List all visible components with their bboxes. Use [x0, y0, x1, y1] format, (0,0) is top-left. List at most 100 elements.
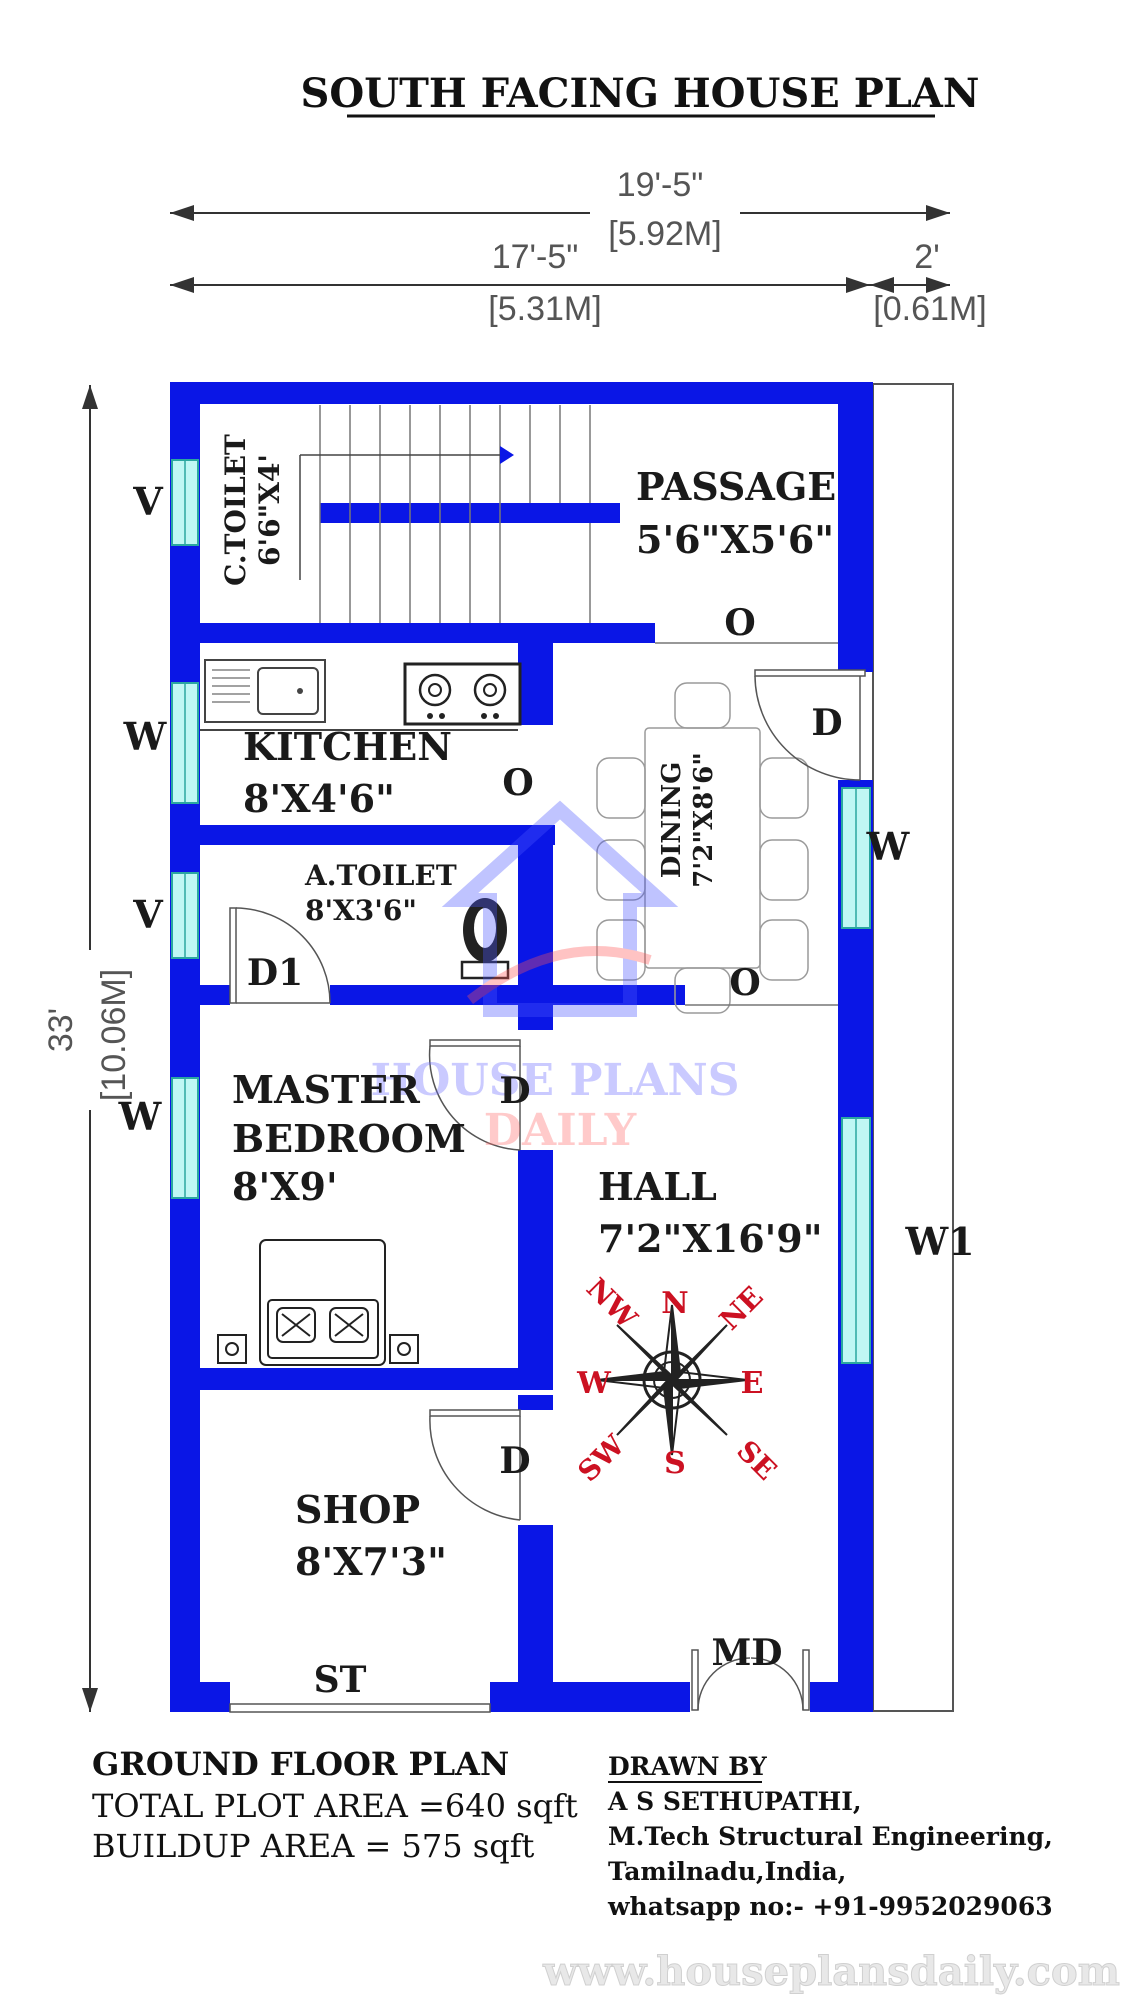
doors	[229, 669, 866, 1711]
compass-se: SE	[730, 1434, 783, 1487]
wall-kitchen-east-upper	[518, 643, 553, 725]
dim-label-bg	[590, 165, 740, 255]
stair-arrow-icon	[500, 446, 514, 464]
dim-label-bg	[900, 235, 950, 275]
hall-size: 7'2"X16'9"	[598, 1216, 823, 1261]
hall-name: HALL	[598, 1164, 717, 1209]
wall-atoilet-south	[330, 985, 685, 1005]
main-width-ft: 17'-5"	[492, 238, 579, 276]
marker-w-bedroom: W	[118, 1094, 163, 1139]
wall-center-lower	[518, 1150, 553, 1390]
compass-w: W	[576, 1366, 612, 1401]
toilet-icon	[460, 898, 510, 980]
depth-ft-group: 33'	[42, 1008, 80, 1052]
depth-m-group: [10.06M]	[95, 969, 133, 1101]
marker-o-kitchen: O	[502, 762, 533, 804]
door-dining-east[interactable]	[754, 669, 866, 781]
dining-size: 7'2"X8'6"	[689, 752, 719, 888]
ctoilet-size: 6'6"X4'	[253, 454, 286, 566]
watermark-line1: HOUSE PLANS	[370, 1055, 739, 1106]
wall-center-mid	[518, 825, 553, 1030]
website-watermark[interactable]: www.houseplansdaily.com	[542, 1948, 1121, 1996]
atoilet-name: A.TOILET	[304, 859, 457, 892]
buildup-area: BUILDUP AREA = 575 sqft	[92, 1827, 535, 1865]
walls	[170, 382, 873, 1712]
side-width-ft: 2'	[914, 238, 939, 276]
kitchen-name: KITCHEN	[243, 724, 452, 769]
windows	[171, 459, 871, 1713]
compass-rose-icon	[596, 1304, 748, 1456]
page-title: SOUTH FACING HOUSE PLAN	[300, 70, 979, 117]
dim-label-bg	[45, 950, 135, 1110]
house-logo-icon	[441, 800, 679, 1017]
passage-size: 5'6"X5'6"	[636, 517, 834, 562]
master-size: 8'X9'	[232, 1164, 338, 1209]
compass-ne-group: NE	[713, 1280, 770, 1337]
wall-center-shop-top	[518, 1395, 553, 1410]
main-width-m: [5.31M]	[488, 290, 601, 328]
marker-w-dining: W	[866, 824, 911, 869]
marker-w-kitchen: W	[123, 714, 168, 759]
wall-shop-east	[518, 1525, 553, 1712]
compass-nw: NW	[580, 1271, 644, 1335]
wall-kitchen-south	[200, 825, 555, 845]
wall-ctoilet-south	[200, 623, 655, 643]
marker-md: MD	[711, 1632, 782, 1674]
marker-v-atoilet: V	[132, 892, 164, 937]
ctoilet-name: C.TOILET	[219, 434, 252, 586]
compass-n: N	[661, 1286, 688, 1321]
door-d1[interactable]	[229, 907, 331, 1004]
marker-v-ctoilet: V	[132, 479, 164, 524]
staircase	[299, 405, 591, 623]
wall-west	[170, 382, 200, 1712]
sink-icon	[204, 659, 326, 723]
dining-name: DINING	[657, 762, 687, 879]
side-setback-outline	[872, 383, 954, 1712]
wall-north	[170, 382, 873, 404]
kitchen-size: 8'X4'6"	[243, 776, 395, 821]
total-width-m: [5.92M]	[608, 215, 721, 253]
marker-st: ST	[314, 1659, 367, 1701]
compass-nw-group: NW	[580, 1271, 644, 1335]
shop-shutter-opening[interactable]	[229, 1703, 491, 1713]
door-main[interactable]	[691, 1649, 810, 1711]
author-name: A S SETHUPATHI,	[607, 1787, 862, 1816]
wall-south-3	[810, 1682, 873, 1712]
marker-o-hall: O	[729, 962, 760, 1004]
plan-name: GROUND FLOOR PLAN	[92, 1745, 509, 1783]
door-master[interactable]	[428, 1039, 521, 1151]
master-name-line2: BEDROOM	[232, 1116, 466, 1161]
compass-se-group: SE	[730, 1434, 783, 1487]
compass-e: E	[741, 1366, 764, 1401]
marker-o-passage: O	[724, 602, 755, 644]
author-location: Tamilnadu,India,	[608, 1857, 846, 1886]
dining-table-icon	[596, 682, 809, 1014]
author-whatsapp[interactable]: whatsapp no:- +91-9952029063	[607, 1892, 1053, 1921]
total-width-ft: 19'-5"	[617, 166, 704, 204]
wall-east-upper	[838, 382, 873, 672]
author-qualification: M.Tech Structural Engineering,	[608, 1822, 1053, 1851]
ctoilet-label-group: C.TOILET 6'6"X4'	[219, 434, 286, 586]
plot-area: TOTAL PLOT AREA =640 sqft	[92, 1787, 578, 1825]
compass-s: S	[664, 1446, 686, 1481]
compass-ne: NE	[713, 1280, 770, 1337]
bed-icon	[217, 1239, 419, 1366]
marker-d-shop: D	[499, 1440, 530, 1482]
door-shop[interactable]	[429, 1409, 521, 1521]
depth-ft: 33'	[42, 1008, 80, 1052]
stove-icon	[403, 662, 522, 726]
marker-d-dining: D	[811, 702, 842, 744]
marker-d-master: D	[499, 1070, 530, 1112]
wall-south-1	[170, 1682, 230, 1712]
depth-m: [10.06M]	[95, 969, 133, 1101]
master-name-line1: MASTER	[232, 1067, 420, 1112]
wall-atoilet-south-stub	[200, 985, 230, 1005]
wall-bedroom-south	[200, 1368, 552, 1390]
logo-swoosh	[466, 946, 652, 1004]
watermark: HOUSE PLANS DAILY	[370, 800, 740, 1156]
atoilet-size: 8'X3'6"	[305, 894, 417, 927]
shop-size: 8'X7'3"	[295, 1539, 447, 1584]
compass-sw-group: SW	[571, 1428, 631, 1488]
